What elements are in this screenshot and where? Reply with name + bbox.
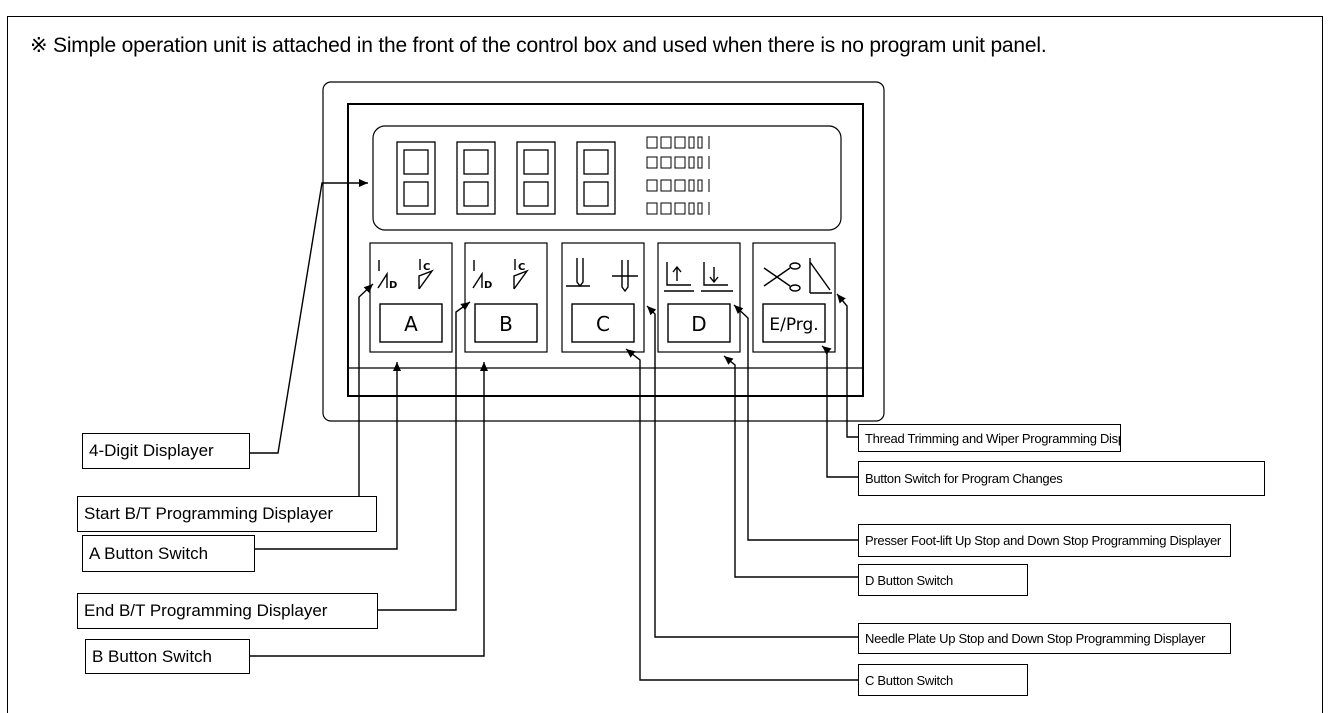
label-4-digit-displayer: 4-Digit Displayer: [82, 433, 250, 469]
digit-1: [396, 141, 436, 215]
key-b-label: B: [499, 312, 513, 336]
control-box-outer: [322, 81, 885, 422]
leader-d-switch: [723, 355, 858, 578]
key-e-prg-button: [762, 303, 826, 343]
key-c-button: [571, 303, 635, 343]
leader-4digit: [250, 179, 368, 454]
needle-stop-icon: [566, 258, 638, 293]
key-b[interactable]: D C B: [464, 242, 548, 353]
label-c-button-switch: C Button Switch: [858, 664, 1028, 696]
label-needle-plate-displayer: Needle Plate Up Stop and Down Stop Progr…: [858, 623, 1231, 654]
key-e-prg-label: E/Prg.: [769, 315, 818, 335]
svg-text:D: D: [484, 280, 492, 291]
digit-2: [456, 141, 496, 215]
control-box: [322, 81, 885, 422]
key-d-button: [667, 303, 731, 343]
label-program-change-switch: Button Switch for Program Changes: [858, 461, 1265, 496]
label-start-bt-programming-displayer: Start B/T Programming Displayer: [77, 496, 377, 532]
svg-text:C: C: [518, 262, 525, 273]
leader-end-bt: [378, 301, 471, 611]
end-bt-icon: D C: [472, 259, 529, 291]
key-c[interactable]: C: [561, 242, 645, 353]
svg-text:C: C: [423, 262, 430, 273]
leader-b-switch: [250, 362, 488, 657]
label-presser-foot-displayer: Presser Foot-lift Up Stop and Down Stop …: [858, 524, 1231, 557]
led-row-3: [646, 179, 710, 192]
key-a-label: A: [404, 312, 418, 336]
leader-prog-change: [821, 345, 858, 478]
svg-text:D: D: [389, 280, 397, 291]
label-end-bt-programming-displayer: End B/T Programming Displayer: [77, 593, 378, 629]
seven-segment-display: [396, 141, 616, 215]
scissors-wiper-icon: [763, 258, 832, 294]
led-indicator-matrix: [646, 136, 710, 215]
presser-foot-icon: [664, 262, 733, 292]
led-row-2: [646, 156, 710, 169]
digit-3: [516, 141, 556, 215]
leader-lines: [250, 179, 858, 681]
label-thread-trimming-displayer: Thread Trimming and Wiper Programming Di…: [858, 424, 1121, 452]
key-b-button: [474, 303, 538, 343]
leader-thread-trim: [836, 293, 858, 438]
note-text: ※ Simple operation unit is attached in t…: [30, 34, 1047, 57]
digit-4: [576, 141, 616, 215]
figure-frame: [7, 16, 1323, 713]
label-b-button-switch: B Button Switch: [85, 639, 250, 674]
leader-start-bt: [358, 283, 376, 516]
start-bt-icon: D C: [377, 259, 434, 291]
control-box-inner: [347, 103, 864, 397]
key-d[interactable]: D: [657, 242, 741, 353]
led-row-1: [646, 136, 710, 149]
key-d-label: D: [691, 312, 706, 336]
label-d-button-switch: D Button Switch: [858, 564, 1028, 596]
key-a[interactable]: D C A: [369, 242, 453, 353]
key-a-button: [379, 303, 443, 343]
leader-c-switch: [625, 348, 858, 681]
label-a-button-switch: A Button Switch: [82, 535, 255, 572]
led-row-4: [646, 202, 710, 215]
key-c-label: C: [596, 312, 610, 336]
leader-presser-foot: [733, 304, 858, 541]
leader-needle-plate: [646, 305, 858, 638]
display-window: [372, 125, 842, 231]
key-e-prg[interactable]: E/Prg.: [752, 242, 836, 353]
leader-a-switch: [255, 362, 401, 550]
